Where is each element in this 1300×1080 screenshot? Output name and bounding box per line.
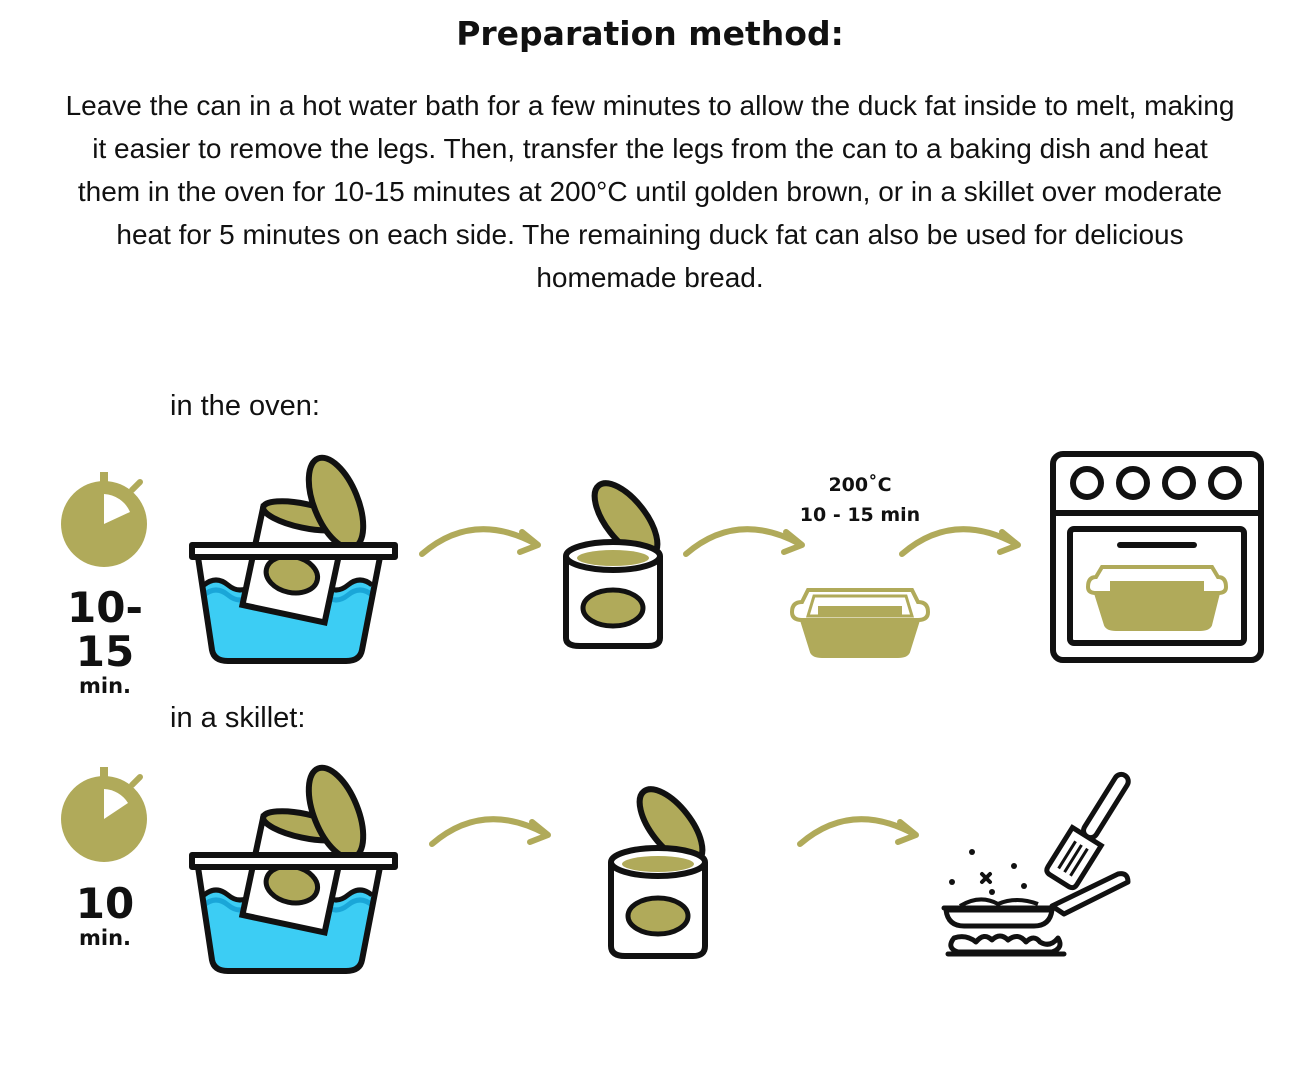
oven-time-unit: min. <box>78 674 131 698</box>
oven-time-value: 10-15 <box>67 583 143 676</box>
stopwatch-icon <box>61 767 147 862</box>
arrow-icon <box>797 816 919 847</box>
oven-settings: 200˚C 10 - 15 min <box>790 470 930 530</box>
water-bath-can-icon <box>189 454 398 664</box>
skillet-time: 10 min. <box>40 879 170 951</box>
skillet-time-value: 10 <box>75 879 135 928</box>
water-bath-can-icon <box>189 764 398 974</box>
open-can-icon <box>608 786 708 959</box>
skillet-icon <box>941 771 1131 957</box>
skillet-time-unit: min. <box>78 926 131 950</box>
baking-dish-icon <box>789 588 931 658</box>
arrow-icon <box>899 526 1021 557</box>
oven-icon <box>1050 451 1264 663</box>
stopwatch-icon <box>61 472 147 567</box>
oven-temperature: 200˚C <box>828 474 892 496</box>
open-can-icon <box>563 480 663 649</box>
preparation-description: Leave the can in a hot water bath for a … <box>65 90 1235 293</box>
oven-time: 10-15 min. <box>40 583 170 699</box>
oven-duration: 10 - 15 min <box>799 504 921 526</box>
oven-section-label: in the oven: <box>170 390 320 422</box>
page-title: Preparation method: <box>456 14 844 53</box>
skillet-section-label: in a skillet: <box>170 702 306 734</box>
arrow-icon <box>683 526 805 557</box>
arrow-icon <box>419 526 541 557</box>
arrow-icon <box>429 816 551 847</box>
